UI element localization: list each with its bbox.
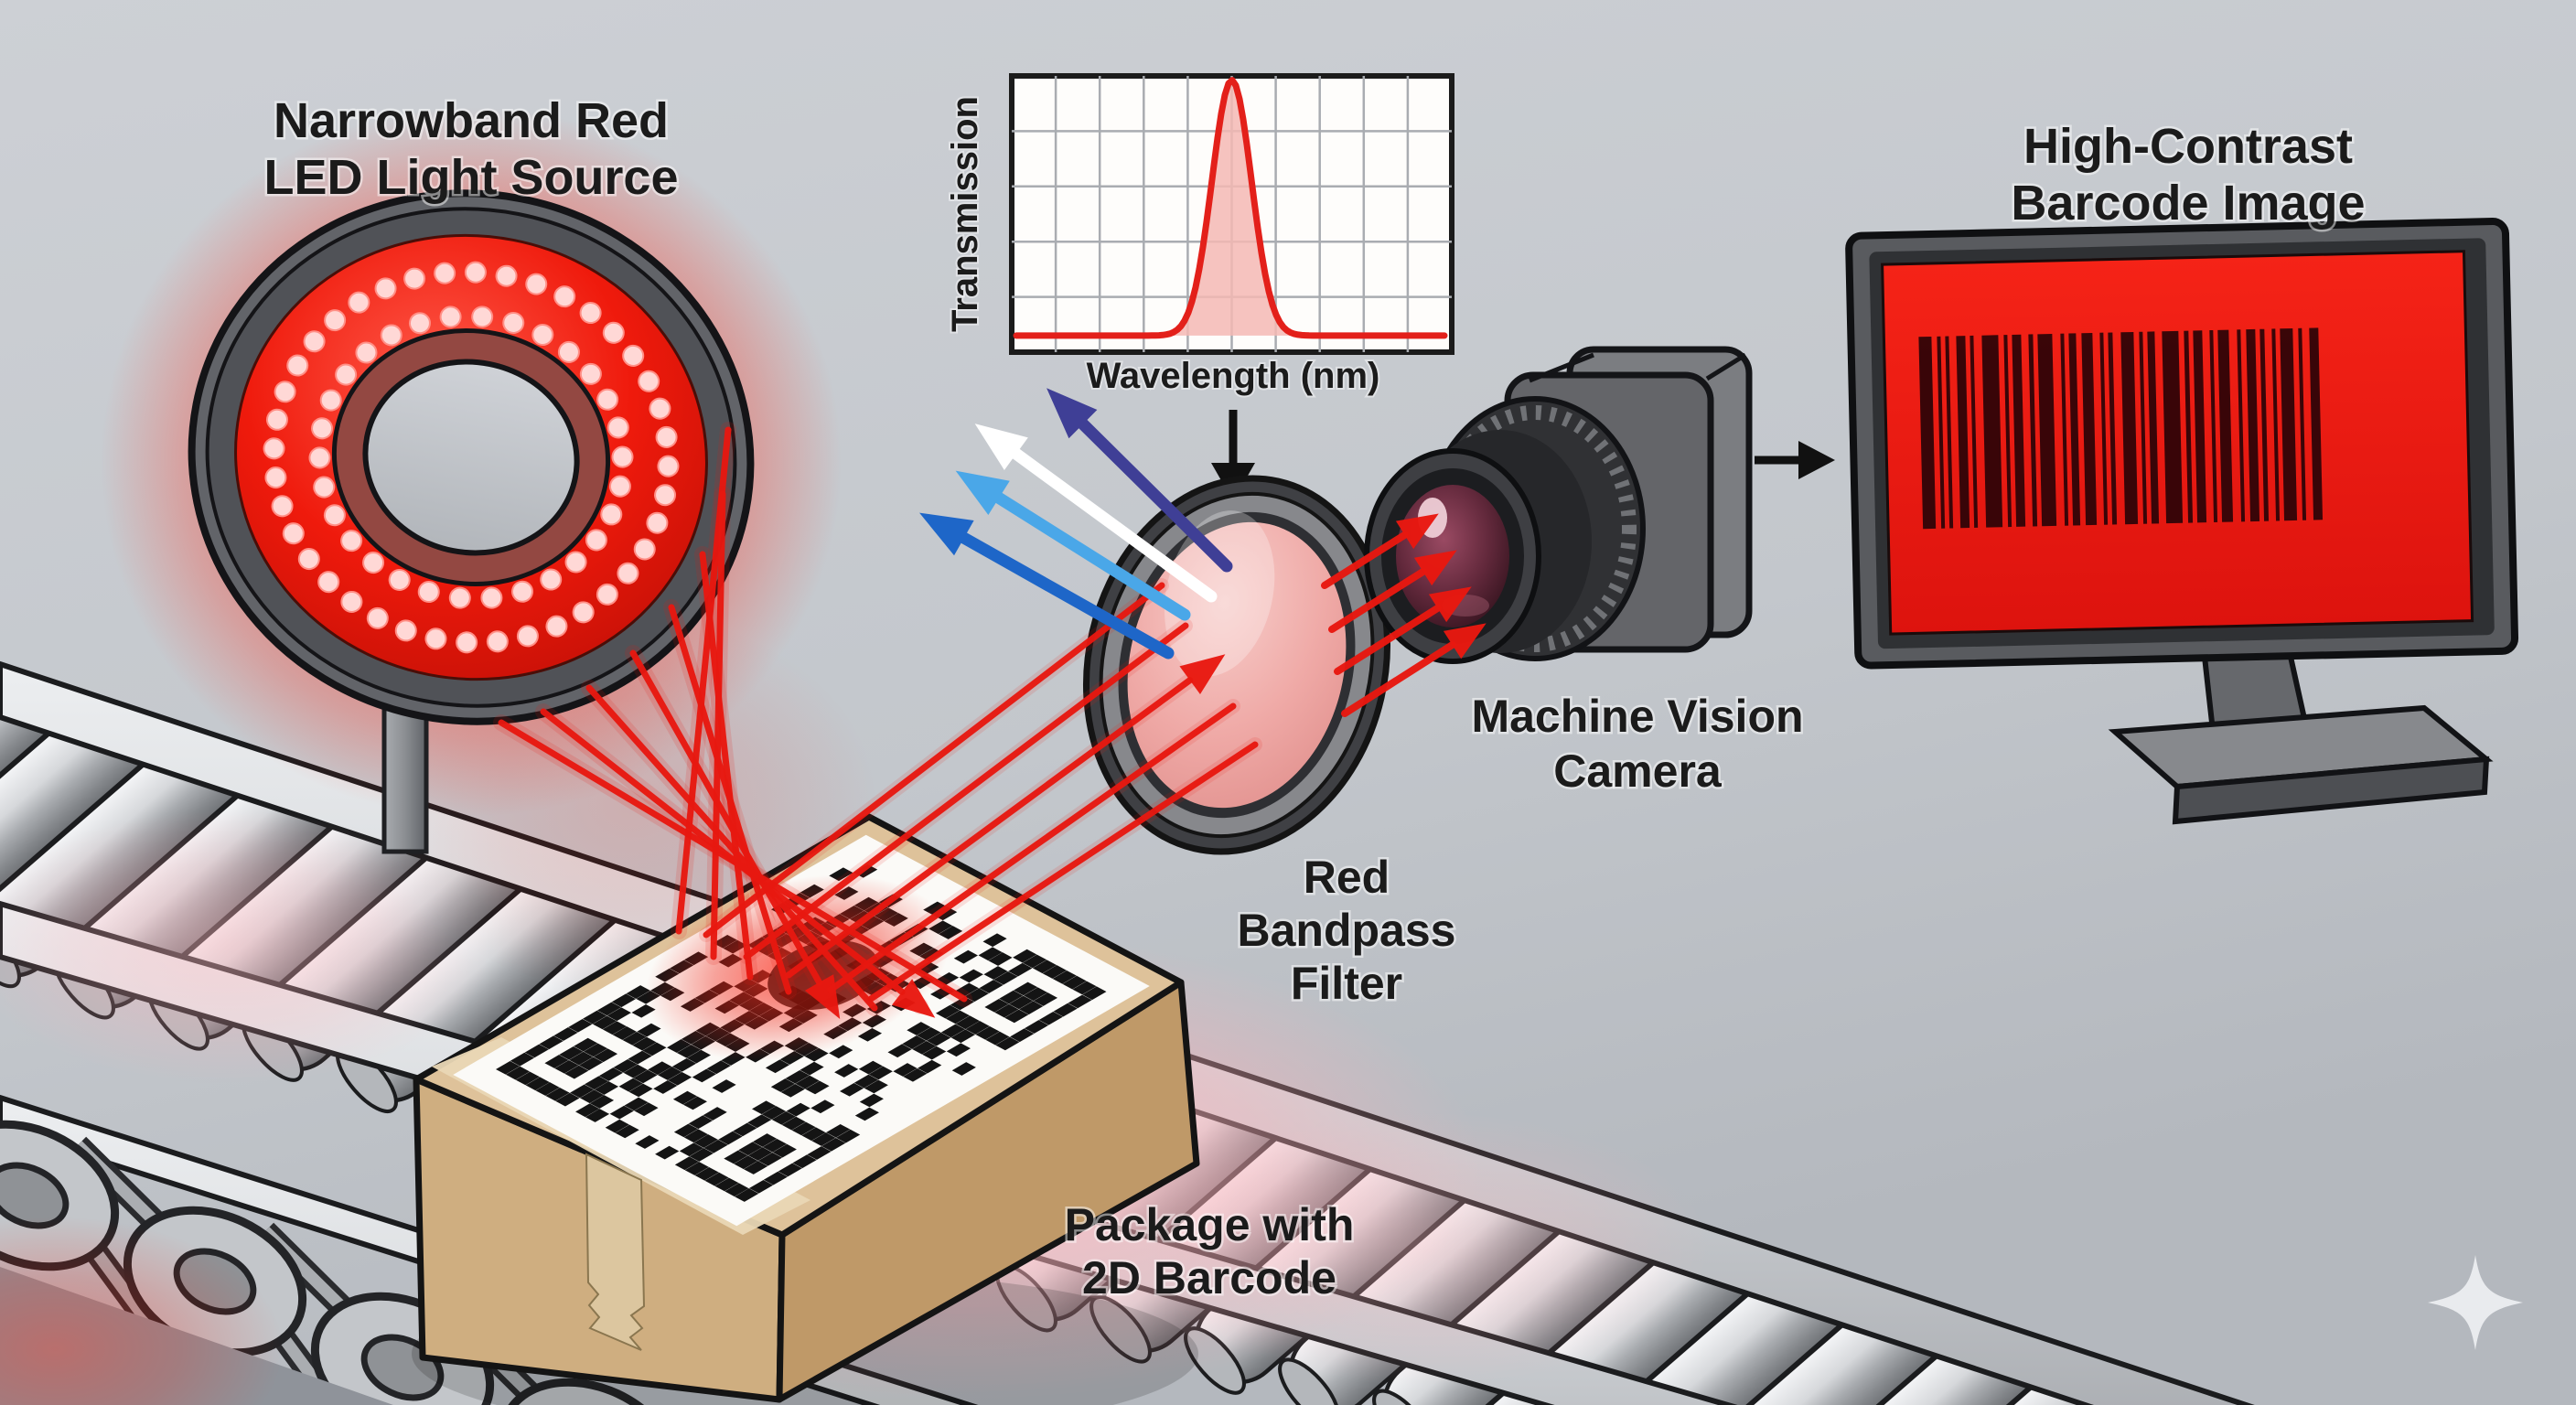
rejected-wavelength-arrows <box>919 388 1233 660</box>
barcode-image <box>1918 327 2324 530</box>
transmitted-red-arrows <box>1321 513 1487 717</box>
filter-label-line1: Red <box>1304 852 1390 903</box>
led-label-line1: Narrowband Red <box>274 93 669 148</box>
led-ring-light <box>188 189 755 725</box>
monitor-label-line2: Barcode Image <box>2011 176 2365 231</box>
reflected-red-rays <box>699 578 1262 1006</box>
machine-vision-camera <box>1364 346 1753 664</box>
monitor-label-line1: High-Contrast <box>2023 119 2353 174</box>
led-dots <box>263 261 680 654</box>
camera-label-line2: Camera <box>1553 745 1723 797</box>
filter-label-line3: Filter <box>1291 958 1402 1009</box>
package-label-line1: Package with <box>1065 1199 1355 1250</box>
chart-ylabel: Transmission <box>945 96 985 332</box>
package-label-line2: 2D Barcode <box>1082 1252 1336 1303</box>
sparkle-icon <box>2428 1255 2523 1350</box>
camera-to-monitor-right-arrow-icon <box>1755 441 1835 479</box>
monitor-stand <box>2108 637 2494 825</box>
monitor <box>1845 218 2519 825</box>
chart-xlabel: Wavelength (nm) <box>1087 356 1380 396</box>
led-label-line2: LED Light Source <box>263 150 678 205</box>
diagram-labels: Narrowband Red LED Light Source High-Con… <box>262 91 2367 1306</box>
chart-curve <box>1013 77 1448 339</box>
filter-label-line2: Bandpass <box>1238 905 1456 956</box>
box-tape-left <box>585 1153 646 1351</box>
camera-label-line1: Machine Vision <box>1471 691 1803 742</box>
transmission-chart: Transmission Wavelength (nm) <box>943 73 1454 501</box>
